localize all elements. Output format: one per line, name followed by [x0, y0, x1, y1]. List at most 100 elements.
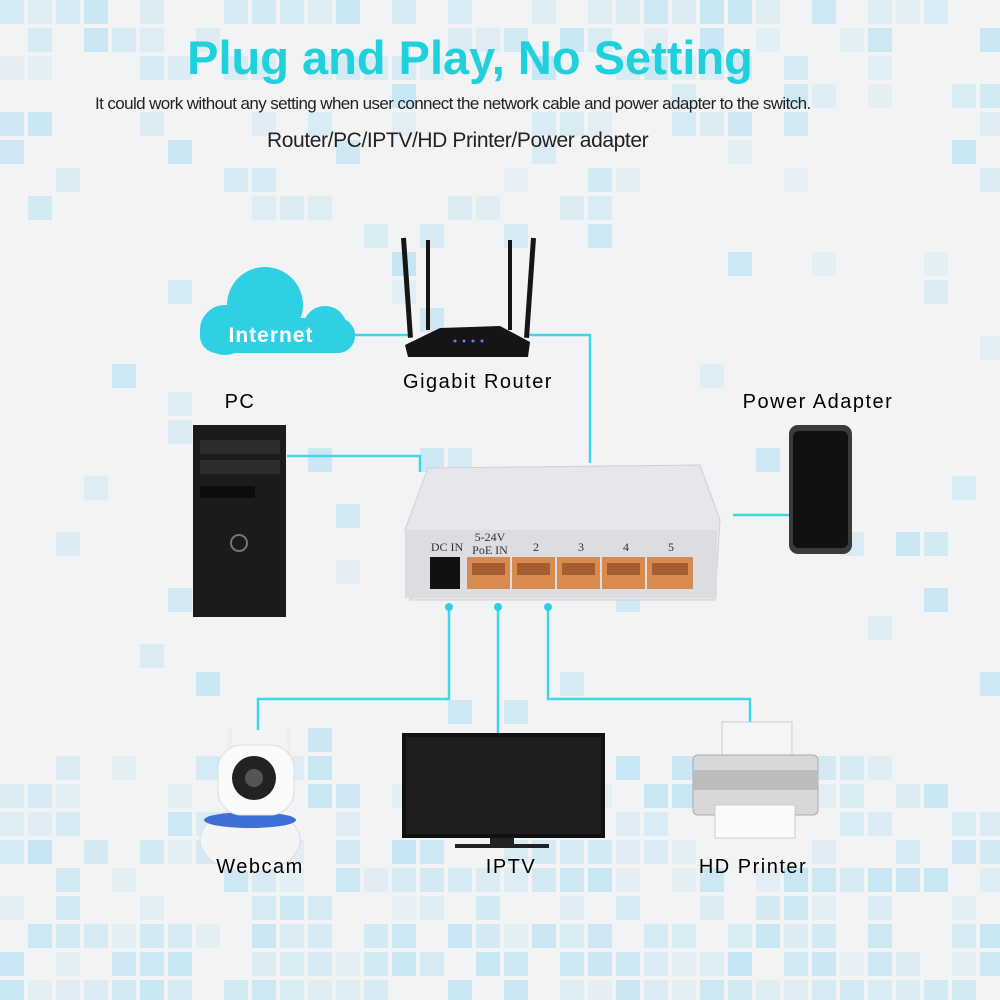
background-tile — [392, 896, 416, 920]
background-tile — [756, 924, 780, 948]
background-tile — [308, 924, 332, 948]
background-tile — [532, 0, 556, 24]
background-tile — [784, 112, 808, 136]
background-tile — [392, 56, 416, 80]
background-tile — [756, 0, 780, 24]
background-tile — [532, 56, 556, 80]
background-tile — [980, 112, 1000, 136]
background-tile — [504, 980, 528, 1000]
background-tile — [868, 756, 892, 780]
background-tile — [924, 784, 948, 808]
background-tile — [588, 952, 612, 976]
background-tile — [224, 980, 248, 1000]
background-tile — [392, 112, 416, 136]
background-tile — [224, 168, 248, 192]
background-tile — [168, 840, 192, 864]
background-tile — [140, 0, 164, 24]
background-tile — [28, 784, 52, 808]
background-tile — [392, 840, 416, 864]
background-tile — [952, 896, 976, 920]
background-tile — [812, 840, 836, 864]
background-tile — [168, 280, 192, 304]
background-tile — [252, 896, 276, 920]
background-tile — [0, 812, 24, 836]
background-tile — [532, 868, 556, 892]
background-tile — [588, 840, 612, 864]
background-tile — [784, 868, 808, 892]
background-tile — [420, 952, 444, 976]
background-tile — [616, 756, 640, 780]
background-tile — [616, 168, 640, 192]
background-tile — [868, 616, 892, 640]
background-tile — [280, 924, 304, 948]
background-tile — [392, 924, 416, 948]
background-tile — [784, 896, 808, 920]
background-tile — [700, 28, 724, 52]
background-tile — [112, 868, 136, 892]
background-tile — [140, 952, 164, 976]
background-tile — [560, 196, 584, 220]
background-tile — [560, 980, 584, 1000]
background-tile — [0, 784, 24, 808]
background-tile — [588, 0, 612, 24]
background-tile — [252, 980, 276, 1000]
background-tile — [756, 448, 780, 472]
background-tile — [700, 868, 724, 892]
background-tile — [336, 784, 360, 808]
background-tile — [952, 140, 976, 164]
background-tile — [868, 868, 892, 892]
background-tile — [280, 952, 304, 976]
background-tile — [28, 112, 52, 136]
background-tile — [868, 924, 892, 948]
background-tile — [0, 56, 24, 80]
background-tile — [280, 0, 304, 24]
network-switch — [404, 464, 721, 601]
background-tile — [112, 924, 136, 948]
background-tile — [504, 868, 528, 892]
background-tile — [448, 0, 472, 24]
background-tile — [532, 140, 556, 164]
background-tile — [644, 28, 668, 52]
background-tile — [420, 896, 444, 920]
background-tile — [560, 28, 584, 52]
background-tile — [308, 56, 332, 80]
background-tile — [420, 840, 444, 864]
background-tile — [112, 364, 136, 388]
pc-label: PC — [225, 391, 256, 413]
background-tile — [168, 784, 192, 808]
background-tile — [560, 952, 584, 976]
background-tile — [812, 84, 836, 108]
background-tile — [28, 56, 52, 80]
background-tile — [560, 672, 584, 696]
background-tile — [644, 952, 668, 976]
tv-icon — [402, 733, 605, 848]
background-tile — [588, 924, 612, 948]
background-tile — [532, 924, 556, 948]
background-tile — [980, 168, 1000, 192]
background-tile — [28, 924, 52, 948]
background-tile — [392, 952, 416, 976]
background-tile — [28, 28, 52, 52]
background-tile — [672, 0, 696, 24]
background-tile — [112, 980, 136, 1000]
background-tile — [308, 756, 332, 780]
background-tile — [336, 560, 360, 584]
background-tile — [112, 28, 136, 52]
background-tile — [0, 0, 24, 24]
background-tile — [896, 784, 920, 808]
background-tile — [196, 28, 220, 52]
background-tile — [924, 252, 948, 276]
background-tile — [392, 280, 416, 304]
background-tile — [308, 112, 332, 136]
background-tile — [616, 840, 640, 864]
background-tile — [280, 868, 304, 892]
background-tile — [56, 868, 80, 892]
background-tile — [336, 840, 360, 864]
background-tile — [308, 952, 332, 976]
background-tile — [952, 476, 976, 500]
background-tile — [896, 0, 920, 24]
background-tile — [448, 980, 472, 1000]
background-tile — [644, 840, 668, 864]
background-tile — [756, 980, 780, 1000]
